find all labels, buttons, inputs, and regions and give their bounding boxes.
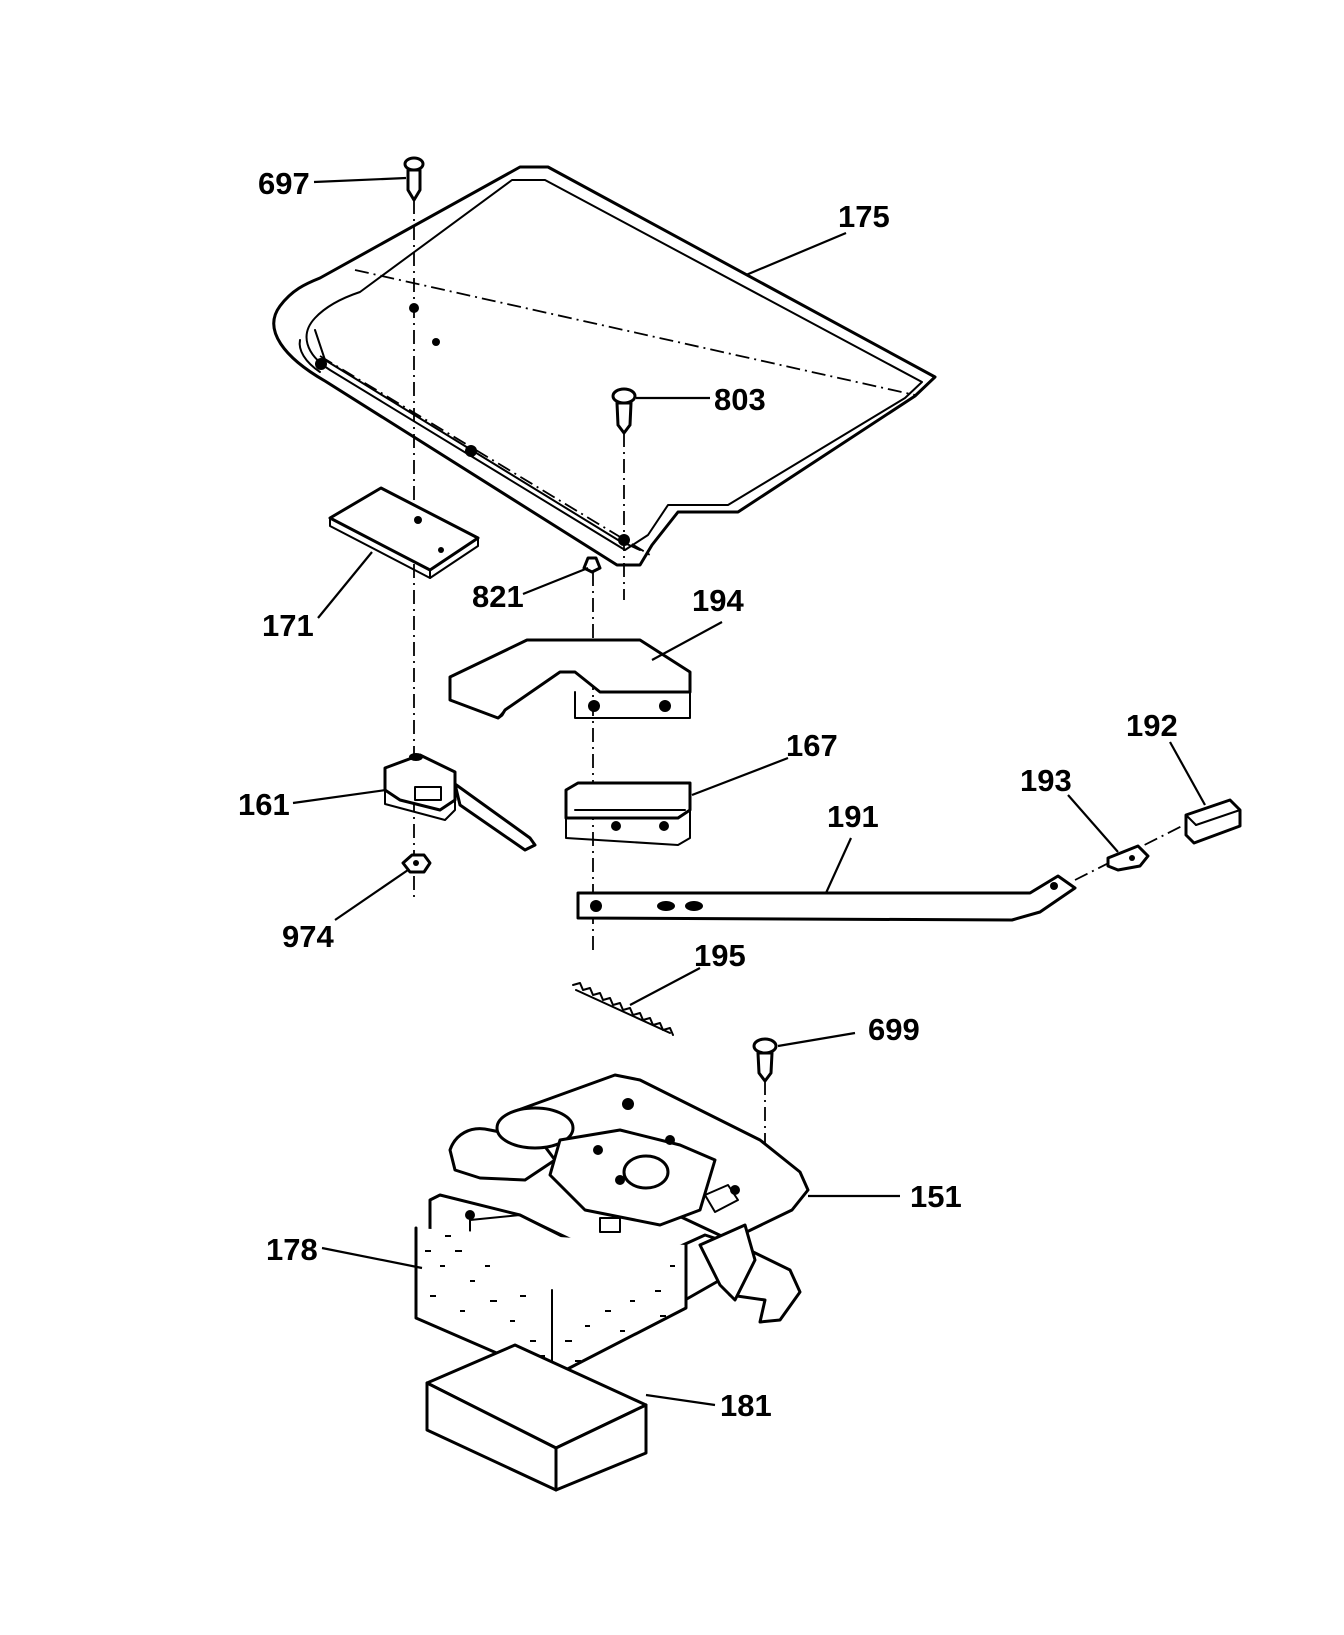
nut-974: [401, 853, 432, 874]
knob-192: [1184, 798, 1242, 845]
label-974: 974: [282, 919, 334, 954]
label-175: 175: [838, 199, 890, 234]
label-697: 697: [258, 166, 310, 201]
label-151: 151: [910, 1179, 962, 1214]
lever-arm-191: [576, 821, 1191, 922]
label-195: 195: [694, 938, 746, 973]
part-labels: 697 175 803 821 194 171 192 167 193 161 …: [238, 166, 1178, 1423]
switch-161: [383, 753, 537, 852]
tip-193: [1106, 844, 1150, 872]
label-699: 699: [868, 1012, 920, 1047]
insulation-block-178: [414, 1226, 688, 1379]
label-191: 191: [827, 799, 879, 834]
label-194: 194: [692, 583, 744, 618]
block-181: [425, 1343, 648, 1492]
leader-lines: [292, 176, 1206, 1407]
screw-821: [582, 556, 602, 950]
label-803: 803: [714, 382, 766, 417]
label-171: 171: [262, 608, 314, 643]
bracket-194: [448, 638, 692, 720]
clip-167: [564, 781, 692, 846]
label-161: 161: [238, 787, 290, 822]
label-193: 193: [1020, 763, 1072, 798]
label-167: 167: [786, 728, 838, 763]
pad-171: [328, 486, 480, 579]
cover-plate-175: [272, 165, 937, 567]
label-181: 181: [720, 1388, 772, 1423]
label-178: 178: [266, 1232, 318, 1267]
label-821: 821: [472, 579, 524, 614]
screw-803: [611, 387, 637, 600]
label-192: 192: [1126, 708, 1178, 743]
spring-195: [572, 982, 674, 1036]
